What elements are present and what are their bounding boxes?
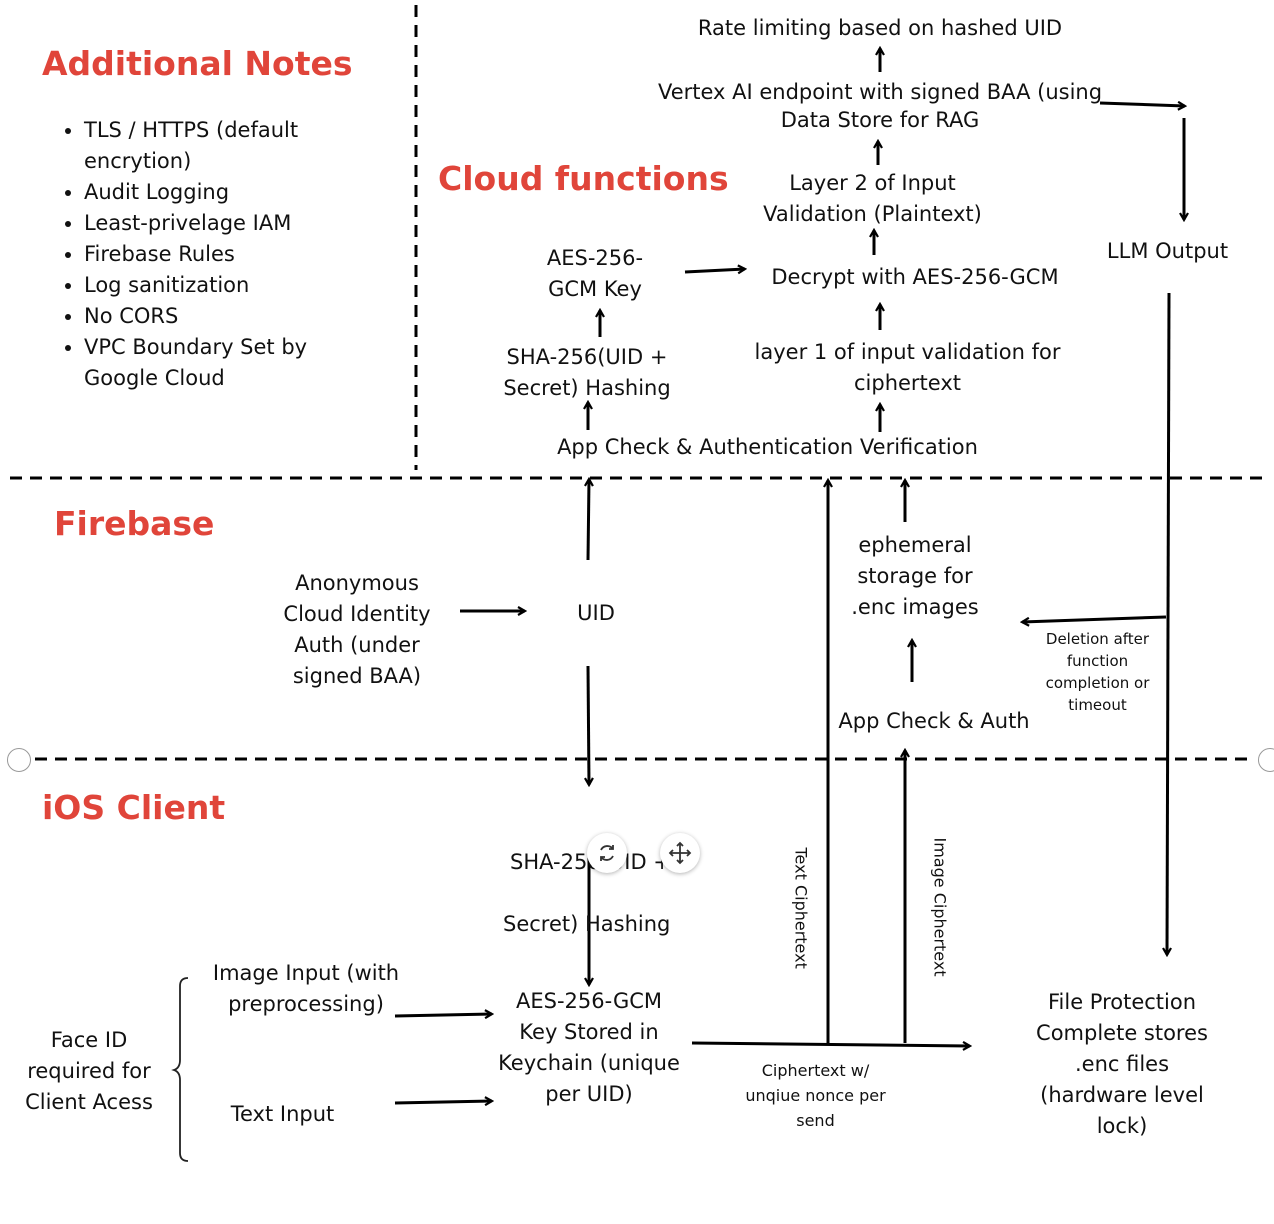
note-item: Firebase Rules <box>84 239 334 270</box>
node-aes-key: AES-256- GCM Key <box>546 246 644 301</box>
node-ephemeral-storage: ephemeral storage for .enc images <box>851 533 979 619</box>
note-item: VPC Boundary Set by Google Cloud <box>84 332 334 394</box>
node-anonymous-auth: Anonymous Cloud Identity Auth (under sig… <box>283 571 431 688</box>
node-app-check-auth-verification: App Check & Authentication Verification <box>557 435 978 459</box>
note-item: No CORS <box>84 301 334 332</box>
node-app-check-firebase: App Check & Auth <box>838 709 1030 733</box>
arrow-deletion <box>1022 615 1167 622</box>
note-item: TLS / HTTPS (default encrytion) <box>84 115 334 177</box>
arrow-llm-to-file <box>1167 292 1169 955</box>
arrow-vertex-to-llm <box>1099 103 1185 106</box>
node-sha-hashing-cloud: SHA-256(UID + Secret) Hashing <box>503 345 671 400</box>
move-icon[interactable] <box>660 833 700 873</box>
rotate-icon-glyph <box>600 845 614 861</box>
label-image-ciphertext: Image Ciphertext <box>930 837 950 977</box>
arrow-text-input <box>394 1101 492 1103</box>
face-id-brace <box>171 977 189 1162</box>
node-text-input: Text Input <box>230 1102 335 1126</box>
right-edge-handle[interactable] <box>1258 748 1274 772</box>
sha-hashing-ios-line2: Secret) Hashing <box>503 912 671 936</box>
move-icon-glyph <box>668 841 692 865</box>
left-edge-handle[interactable] <box>7 748 31 772</box>
node-image-input: Image Input (with preprocessing) <box>212 961 400 1016</box>
notes-list: TLS / HTTPS (default encrytion) Audit Lo… <box>60 115 334 394</box>
arrow-uid-to-cloud <box>588 479 589 561</box>
section-title-additional-notes: Additional Notes <box>42 44 353 83</box>
node-file-protection: File Protection Complete stores .enc fil… <box>1036 990 1208 1138</box>
node-rate-limiting: Rate limiting based on hashed UID <box>697 16 1063 40</box>
rotate-icon[interactable] <box>587 833 627 873</box>
label-deletion: Deletion after function completion or ti… <box>1045 630 1150 714</box>
node-layer1-validation: layer 1 of input validation for cipherte… <box>754 340 1061 395</box>
node-decrypt: Decrypt with AES-256-GCM <box>771 265 1059 289</box>
arrow-key-to-decrypt <box>684 269 745 272</box>
section-title-ios-client: iOS Client <box>42 788 226 827</box>
note-item: Audit Logging <box>84 177 334 208</box>
section-title-firebase: Firebase <box>54 504 215 543</box>
note-item: Log sanitization <box>84 270 334 301</box>
node-vertex-ai: Vertex AI endpoint with signed BAA (usin… <box>657 80 1103 132</box>
arrow-to-file-protection <box>691 1043 970 1046</box>
section-title-cloud-functions: Cloud functions <box>438 159 729 198</box>
node-llm-output: LLM Output <box>1106 239 1229 263</box>
node-aes-keychain: AES-256-GCM Key Stored in Keychain (uniq… <box>498 989 680 1106</box>
node-sha-hashing-ios: SHA-256(UID + Secret) Hashing <box>495 816 680 971</box>
arrow-uid-to-ios <box>588 665 589 785</box>
label-text-ciphertext: Text Ciphertext <box>791 847 811 969</box>
node-face-id: Face ID required for Client Acess <box>25 1028 153 1114</box>
note-item: Least-privelage IAM <box>84 208 334 239</box>
node-layer2-validation: Layer 2 of Input Validation (Plaintext) <box>763 171 982 226</box>
label-ciphertext-nonce: Ciphertext w/ unqiue nonce per send <box>745 1061 886 1130</box>
node-uid: UID <box>577 601 615 625</box>
arrow-image-input <box>394 1014 492 1016</box>
